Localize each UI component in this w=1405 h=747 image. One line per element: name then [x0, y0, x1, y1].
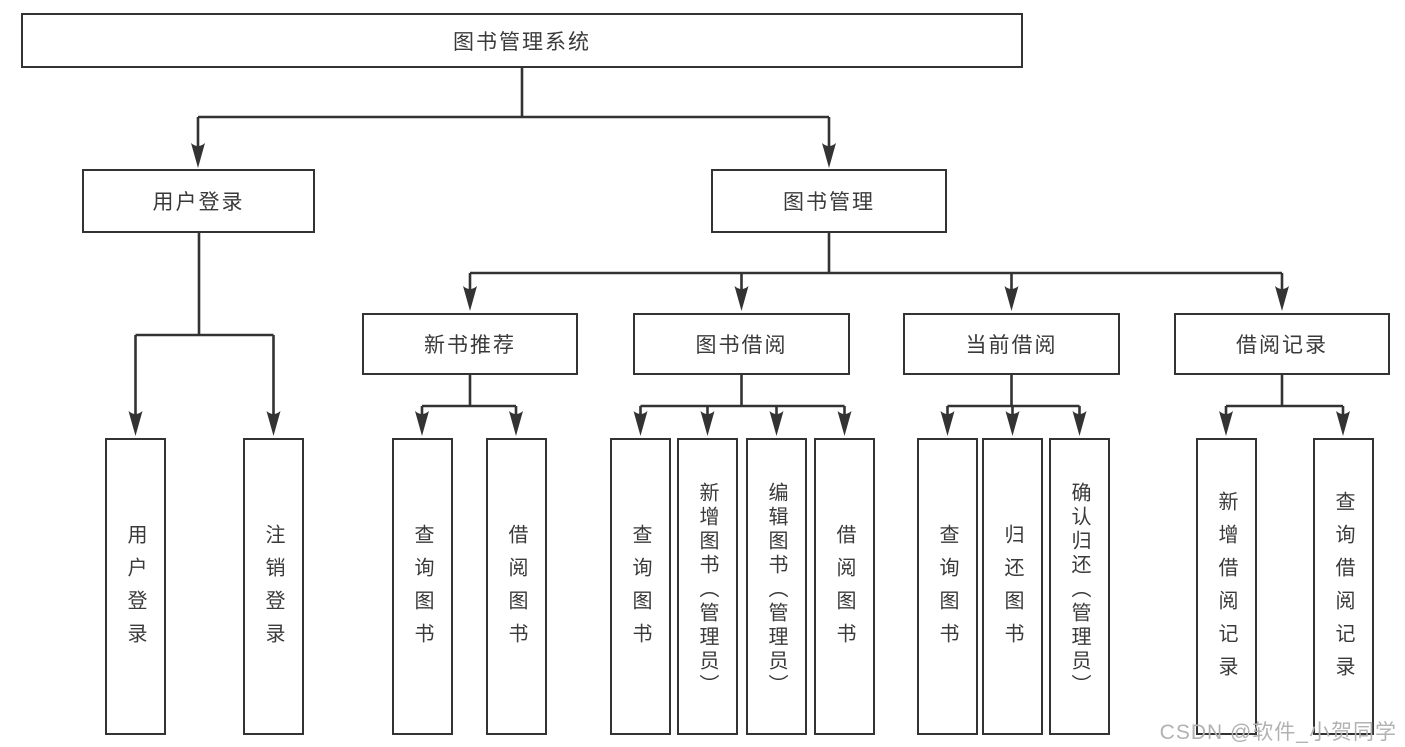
node-book-borrow: 图书借阅: [633, 313, 850, 375]
node-current-borrow: 当前借阅: [903, 313, 1120, 375]
leaf-query-books-current: 查询图书: [917, 438, 978, 735]
leaf-confirm-return-admin: 确认归还（管理员）: [1049, 438, 1110, 735]
leaf-borrow-books-recommend: 借阅图书: [486, 438, 547, 735]
node-new-book-recommend: 新书推荐: [362, 313, 578, 375]
node-library-system: 图书管理系统: [21, 13, 1023, 68]
leaf-user-login: 用户登录: [105, 438, 166, 735]
leaf-edit-book-admin: 编辑图书（管理员）: [746, 438, 807, 735]
leaf-return-book: 归还图书: [982, 438, 1043, 735]
node-user-login: 用户登录: [82, 169, 315, 233]
leaf-logout: 注销登录: [243, 438, 304, 735]
leaf-query-borrow-record: 查询借阅记录: [1313, 438, 1374, 735]
leaf-add-book-admin: 新增图书（管理员）: [677, 438, 738, 735]
leaf-borrow-books: 借阅图书: [814, 438, 875, 735]
leaf-query-books-recommend: 查询图书: [392, 438, 453, 735]
arrowheads: [128, 143, 1350, 436]
leaf-query-books-borrow: 查询图书: [610, 438, 671, 735]
leaf-add-borrow-record: 新增借阅记录: [1196, 438, 1257, 735]
node-borrow-records: 借阅记录: [1174, 313, 1390, 375]
node-book-management: 图书管理: [711, 169, 947, 233]
